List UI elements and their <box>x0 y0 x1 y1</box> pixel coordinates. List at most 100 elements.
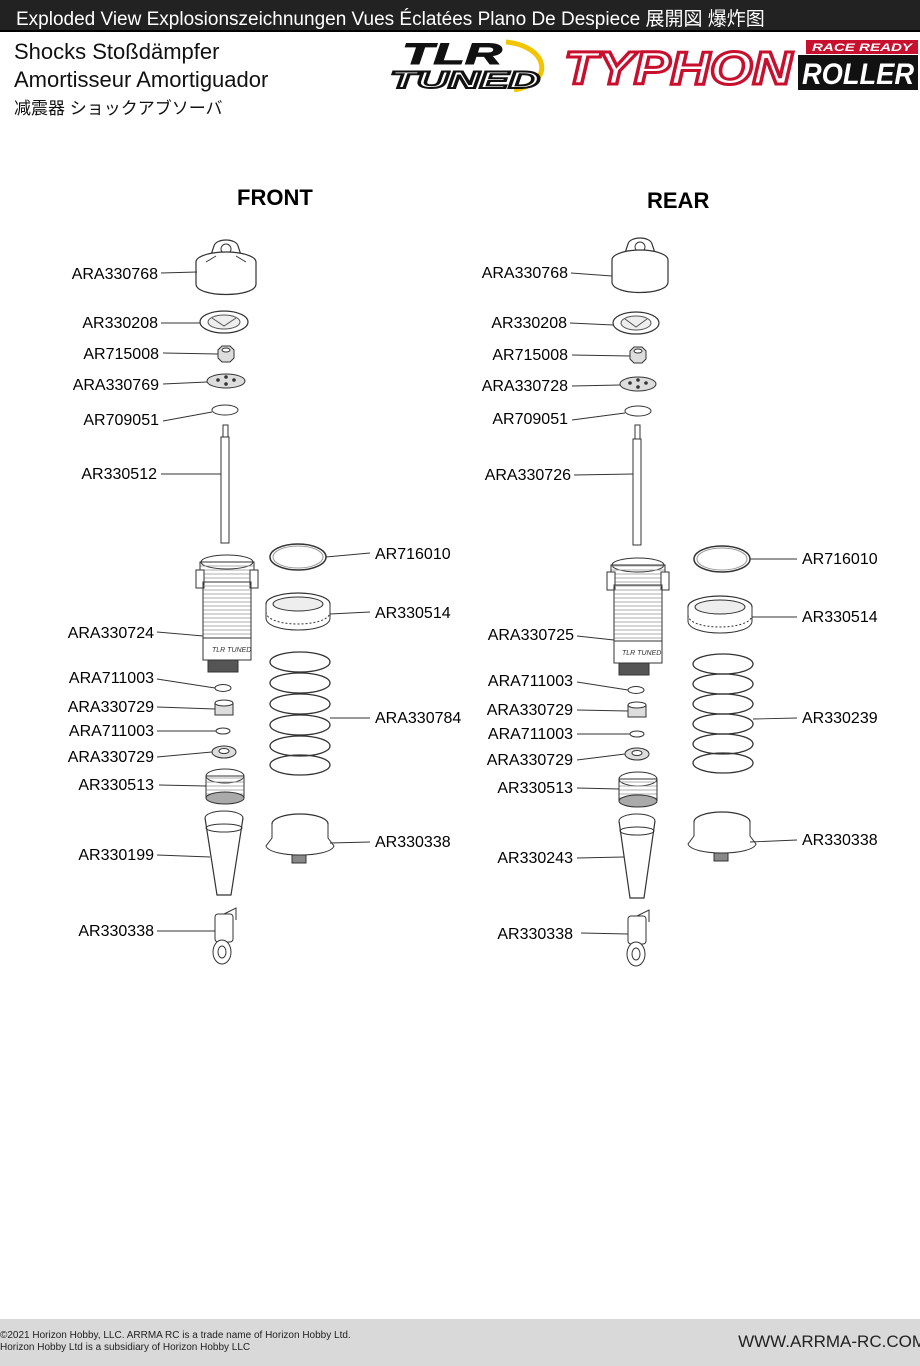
header-bar: Exploded View Explosionszeichnungen Vues… <box>0 0 920 32</box>
front-bladder-drawing <box>199 310 249 334</box>
front-label-boot: AR330199 <box>78 847 154 864</box>
rear-boot-drawing <box>618 813 656 899</box>
rear-spring-cup-drawing <box>687 811 757 862</box>
front-label-oring-1: ARA711003 <box>69 670 154 687</box>
front-spring-cup-drawing <box>265 813 335 864</box>
race-ready-badge <box>806 40 918 54</box>
rear-part-labels: ARA330768 AR330208 AR715008 ARA330728 AR… <box>482 265 878 943</box>
logo-tlr: TLR <box>402 38 503 71</box>
rear-label-washer: AR709051 <box>492 411 568 428</box>
rear-label-bladder: AR330208 <box>491 315 567 332</box>
roller-badge <box>798 55 918 90</box>
rear-spring-drawing <box>692 653 754 774</box>
rear-label-piston: ARA330728 <box>482 378 568 395</box>
rear-large-oring-drawing <box>693 545 751 573</box>
front-shock-parts: TLR TUNED <box>195 239 335 965</box>
front-shaft-drawing <box>220 424 230 544</box>
tlr-tuned-typhon-logo: TLR TUNED TYPHON RACE READY ROLLER <box>389 38 918 92</box>
front-label-piston: ARA330769 <box>73 377 159 394</box>
front-shock-cap-drawing <box>195 239 257 296</box>
front-large-oring-drawing <box>269 543 327 571</box>
rear-spring-collar-drawing <box>687 595 753 634</box>
front-label-large-oring: AR716010 <box>375 546 451 563</box>
footer-copyright-line-1: ©2021 Horizon Hobby, LLC. ARRMA RC is a … <box>0 1330 351 1341</box>
footer-website-link[interactable]: WWW.ARRMA-RC.COM <box>738 1332 920 1351</box>
front-label-rod-end: AR330338 <box>78 923 154 940</box>
rear-label-spacer-2: ARA330729 <box>487 752 573 769</box>
front-column-title: FRONT <box>237 185 313 210</box>
rear-piston-drawing <box>619 376 657 392</box>
front-shock-body-drawing: TLR TUNED <box>195 554 259 673</box>
rear-label-spring: AR330239 <box>802 710 878 727</box>
rear-bladder-drawing <box>612 311 660 335</box>
front-washer-drawing <box>211 404 239 416</box>
header-title: Exploded View Explosionszeichnungen Vues… <box>16 9 765 30</box>
front-collar-drawing <box>205 768 245 805</box>
rear-label-body: ARA330725 <box>488 627 574 644</box>
rear-nut-drawing <box>629 346 647 364</box>
front-spring-collar-drawing <box>265 592 331 631</box>
front-rod-end-drawing <box>212 907 237 965</box>
front-label-body: ARA330724 <box>68 625 154 642</box>
front-label-oring-2: ARA711003 <box>69 723 154 740</box>
front-oring-2-drawing <box>215 727 231 735</box>
front-spacer-2-drawing <box>211 745 237 759</box>
rear-label-spring-cup: AR330338 <box>802 832 878 849</box>
rear-column-title: REAR <box>647 188 710 213</box>
front-label-spring-cup: AR330338 <box>375 834 451 851</box>
rear-shaft-drawing <box>632 424 642 546</box>
section-title-line-3: 减震器 ショックアブソーバ <box>14 99 223 118</box>
rear-label-oring-1: ARA711003 <box>488 673 573 690</box>
front-boot-drawing <box>204 810 244 896</box>
section-title-block: Shocks Stoßdämpfer Amortisseur Amortigua… <box>14 38 268 124</box>
rear-oring-2-drawing <box>629 730 645 738</box>
rear-label-nut: AR715008 <box>492 347 568 364</box>
front-label-spring-collar: AR330514 <box>375 605 451 622</box>
leader-lines <box>156 271 798 935</box>
svg-text:TLR TUNED: TLR TUNED <box>622 650 661 657</box>
front-part-labels: ARA330768 AR330208 AR715008 ARA330769 AR… <box>68 266 462 940</box>
rear-collar-drawing <box>618 771 658 808</box>
logo-typhon: TYPHON <box>564 42 793 92</box>
front-label-shaft: AR330512 <box>81 466 157 483</box>
logo-tuned: TUNED <box>390 67 540 92</box>
rear-spacer-1-drawing <box>627 701 647 718</box>
front-label-washer: AR709051 <box>83 412 159 429</box>
footer-copyright-line-2: Horizon Hobby Ltd is a subsidiary of Hor… <box>0 1342 251 1353</box>
rear-label-spacer-1: ARA330729 <box>487 702 573 719</box>
rear-label-boot: AR330243 <box>497 850 573 867</box>
rear-label-rod-end: AR330338 <box>497 926 573 943</box>
section-title-line-2: Amortisseur Amortiguador <box>14 67 269 92</box>
rear-label-oring-2: ARA711003 <box>488 726 573 743</box>
front-label-spacer-2: ARA330729 <box>68 749 154 766</box>
rear-label-shock-cap: ARA330768 <box>482 265 568 282</box>
front-label-nut: AR715008 <box>83 346 159 363</box>
rear-label-large-oring: AR716010 <box>802 551 878 568</box>
front-label-collar: AR330513 <box>78 777 154 794</box>
front-piston-drawing <box>206 373 246 389</box>
front-label-bladder: AR330208 <box>82 315 158 332</box>
rear-washer-drawing <box>624 405 652 417</box>
rear-rod-end-drawing <box>626 909 650 967</box>
footer-bar: ©2021 Horizon Hobby, LLC. ARRMA RC is a … <box>0 1319 920 1366</box>
front-label-shock-cap: ARA330768 <box>72 266 158 283</box>
rear-label-shaft: ARA330726 <box>485 467 571 484</box>
front-oring-1-drawing <box>214 684 232 692</box>
svg-text:TLR TUNED: TLR TUNED <box>212 647 251 654</box>
logo-roller: ROLLER <box>802 58 914 91</box>
front-nut-drawing <box>217 345 235 363</box>
rear-spacer-2-drawing <box>624 747 650 761</box>
rear-oring-1-drawing <box>627 686 645 694</box>
front-label-spring: ARA330784 <box>375 710 461 727</box>
front-spring-drawing <box>269 651 331 776</box>
front-spacer-1-drawing <box>214 699 234 716</box>
rear-label-spring-collar: AR330514 <box>802 609 878 626</box>
footer-copyright: ©2021 Horizon Hobby, LLC. ARRMA RC is a … <box>0 1330 351 1354</box>
rear-shock-parts: TLR TUNED <box>606 237 757 967</box>
rear-shock-body-drawing: TLR TUNED <box>606 557 670 676</box>
rear-label-collar: AR330513 <box>497 780 573 797</box>
rear-shock-cap-drawing <box>611 237 669 294</box>
section-title-line-1: Shocks Stoßdämpfer <box>14 39 220 64</box>
tuned-gold-swoosh <box>505 39 545 92</box>
